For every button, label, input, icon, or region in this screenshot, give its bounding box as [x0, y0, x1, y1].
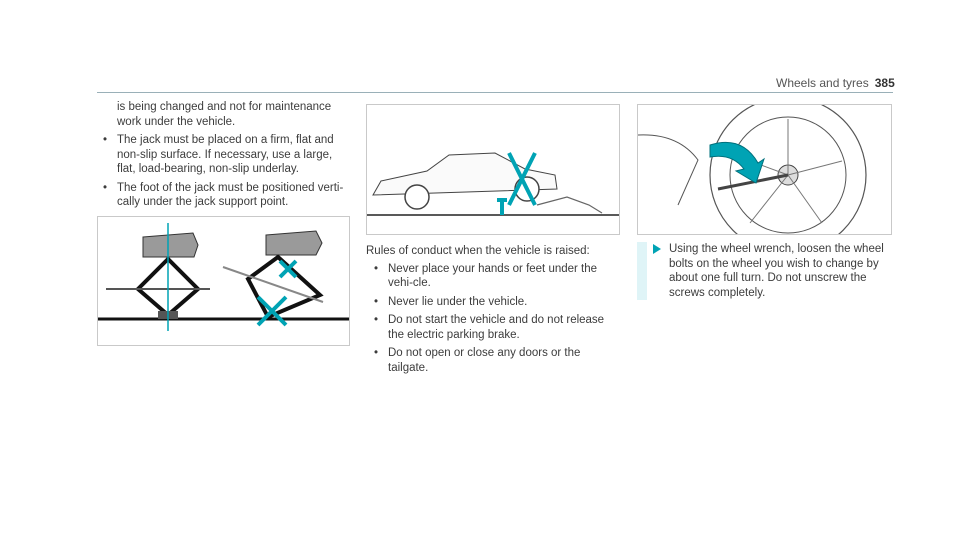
page-number: 385 [874, 76, 895, 90]
list-item: Never place your hands or feet under the… [374, 262, 621, 291]
vehicle-raised-illustration [366, 104, 620, 235]
list-item: Never lie under the vehicle. [374, 295, 621, 310]
list-item: The foot of the jack must be positioned … [103, 181, 348, 210]
header-rule [97, 92, 893, 93]
jack-diagram [98, 223, 349, 331]
vehicle-diagram [367, 152, 619, 216]
section-title: Wheels and tyres [776, 76, 869, 90]
list-item: Do not open or close any doors or the ta… [374, 346, 621, 375]
page-header: Wheels and tyres 385 [776, 76, 895, 90]
wheel-wrench-illustration [637, 104, 892, 235]
step-text: Using the wheel wrench, loosen the wheel… [669, 243, 884, 299]
intro-text: Rules of conduct when the vehicle is rai… [366, 245, 590, 257]
wheel-diagram [638, 105, 867, 234]
list-item: The jack must be placed on a firm, flat … [103, 133, 348, 177]
step-arrow-icon [653, 244, 661, 254]
step-highlight-bar [637, 242, 647, 300]
bullet-list: The jack must be placed on a firm, flat … [103, 133, 348, 210]
bullet-list: Never place your hands or feet under the… [366, 262, 621, 376]
intro-text: is being changed and not for maintenance… [117, 101, 332, 128]
jack-positioning-illustration [97, 216, 350, 346]
column-middle: Rules of conduct when the vehicle is rai… [366, 244, 621, 379]
column-left: is being changed and not for maintenance… [103, 100, 348, 214]
instruction-step: Using the wheel wrench, loosen the wheel… [637, 242, 890, 300]
list-item: Do not start the vehicle and do not rele… [374, 313, 621, 342]
